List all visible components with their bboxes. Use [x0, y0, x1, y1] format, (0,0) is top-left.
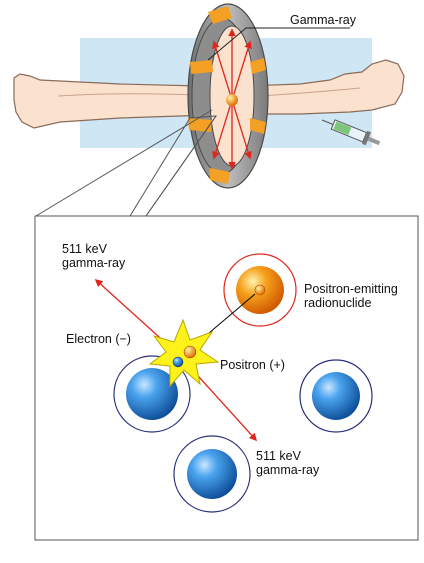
label-gamma-ray-top: Gamma-ray — [290, 13, 356, 27]
label-electron: Electron (−) — [66, 332, 131, 346]
electron-particle — [172, 356, 184, 368]
label-positron-emitting-radionuclide: Positron-emitting radionuclide — [304, 282, 398, 310]
syringe-icon — [321, 119, 381, 146]
label-gamma-ray-upper-left: 511 keV gamma-ray — [62, 242, 126, 270]
positron-particle — [183, 345, 197, 359]
gamma-ray-leader — [207, 27, 350, 61]
label-gamma-ray-lower-right: 511 keV gamma-ray — [256, 449, 320, 477]
scanner-scene — [13, 3, 405, 189]
pet-scanner-ring-icon — [187, 3, 269, 189]
positron-emitting-nuclide — [223, 253, 297, 327]
electron-atom-3 — [173, 435, 251, 513]
annihilation-point — [226, 94, 238, 106]
label-positron: Positron (+) — [220, 358, 285, 372]
electron-atom-2 — [299, 359, 373, 433]
